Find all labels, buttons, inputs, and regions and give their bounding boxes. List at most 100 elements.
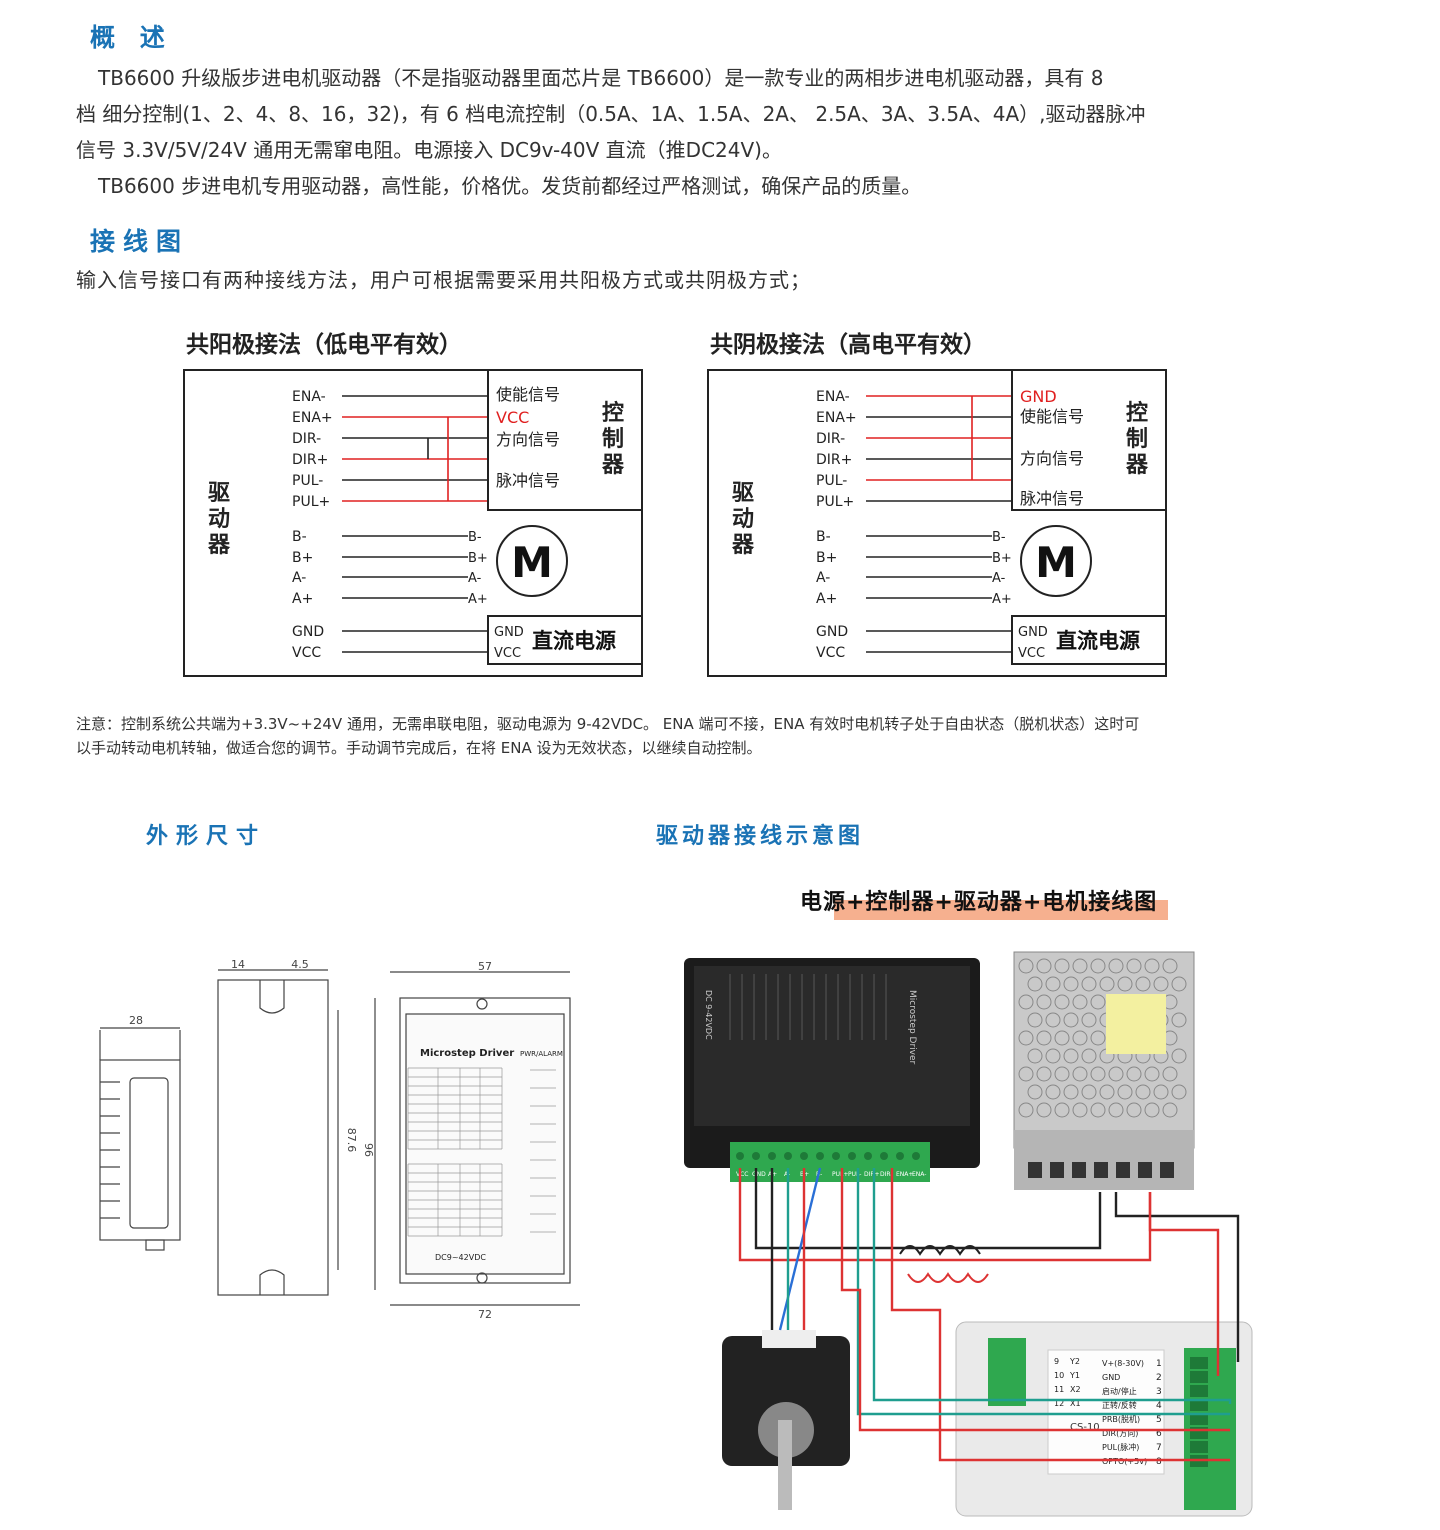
controller-num-1: 2 <box>1156 1373 1162 1383</box>
terminal-11: ENA- <box>912 1171 926 1178</box>
controller-signal-right-0: GND <box>1020 387 1057 406</box>
dim-28: 28 <box>129 1014 143 1027</box>
motor-pin-right-2: A- <box>992 571 1006 586</box>
controller-row-7: OPTO(+5v) <box>1102 1457 1147 1466</box>
overview-heading: 概 述 <box>90 23 173 52</box>
controller-model: CS-10 <box>1070 1422 1100 1433</box>
board-side-label: PWR/ALARM <box>520 1050 563 1058</box>
overview-line-3: 信号 3.3V/5V/24V 通用无需窜电阻。电源接入 DC9v-40V 直流（… <box>76 138 782 162</box>
driver-char-2: 动 <box>208 507 230 532</box>
pin-label-right-10: GND <box>816 624 848 640</box>
driver-char-3: 器 <box>207 533 231 558</box>
dim-72: 72 <box>478 1308 492 1321</box>
dim-87.6: 87.6 <box>345 1128 358 1153</box>
pin-label-right-9: A+ <box>816 591 837 607</box>
motor-pin-right-0: B- <box>992 530 1006 545</box>
motor-icon-left <box>496 525 568 597</box>
controller-signal-left-3: 脉冲信号 <box>496 471 560 490</box>
photo-wire-4 <box>856 1168 1230 1416</box>
driver-model: DC 9-42VDC <box>704 990 713 1040</box>
overview-line-4: TB6600 步进电机专用驱动器，高性能，价格优。发货前都经过严格测试，确保产品… <box>98 174 922 198</box>
controller-signal-right-1: 使能信号 <box>1020 407 1084 426</box>
pin-label-right-5: PUL+ <box>816 494 854 510</box>
controller-left-num-0: 9 <box>1054 1357 1059 1366</box>
top-view <box>399 997 571 1284</box>
power-label-left: 直流电源 <box>532 629 616 653</box>
overview-line-1: TB6600 升级版步进电机驱动器（不是指驱动器里面芯片是 TB6600）是一款… <box>98 66 1104 90</box>
note: 注意：控制系统公共端为+3.3V~+24V 通用，无需串联电阻，驱动电源为 9-… <box>76 712 1376 760</box>
controller-num-6: 7 <box>1156 1443 1162 1453</box>
power-pin-right-1: VCC <box>1018 646 1045 661</box>
overview-line-2: 档 细分控制(1、2、4、8、16，32)，有 6 档电流控制（0.5A、1A、… <box>76 102 1146 126</box>
photo-title: 电源+控制器+驱动器+电机接线图 <box>800 890 1158 915</box>
pin-label-right-8: A- <box>816 570 830 586</box>
driver-label-left: 驱动器 <box>207 481 231 558</box>
controller-row-2: 启动/停止 <box>1102 1386 1137 1396</box>
terminal-7: PUL- <box>848 1171 861 1178</box>
controller-num-0: 1 <box>1156 1359 1162 1369</box>
controller-left-lbl-1: Y1 <box>1069 1371 1080 1380</box>
wiring-intro: 输入信号接口有两种接线方法，用户可根据需要采用共阳极方式或共阴极方式； <box>76 268 811 292</box>
controller-num-5: 6 <box>1156 1429 1162 1439</box>
common-anode-title: 共阳极接法（低电平有效） <box>186 331 462 358</box>
controller-signal-left-0: 使能信号 <box>496 385 560 404</box>
pin-label-left-2: DIR- <box>292 431 321 447</box>
controller-left-num-1: 10 <box>1054 1371 1064 1380</box>
controller-num-3: 4 <box>1156 1401 1162 1411</box>
stepper-motor-photo <box>722 1330 850 1510</box>
controller-label-right: 控制器 <box>1125 400 1149 478</box>
common-cathode-title: 共阴极接法（高电平有效） <box>710 331 986 358</box>
controller-label-left: 控制器 <box>601 400 625 478</box>
dimensions-heading: 外形尺寸 <box>146 824 267 849</box>
controller-row-0: V+(8-30V) <box>1102 1359 1144 1368</box>
dimension-drawing: 28 14 4.5 57 96 87.6 72 Microstep Driver… <box>99 960 580 1321</box>
dim-96: 96 <box>362 1143 375 1157</box>
controller-row-5: DIR(方向) <box>1102 1428 1138 1438</box>
board-title: Microstep Driver <box>420 1048 514 1059</box>
dim-57: 57 <box>478 960 492 973</box>
pin-label-left-9: A+ <box>292 591 313 607</box>
pin-label-right-1: ENA+ <box>816 410 857 426</box>
terminal-1: GND <box>752 1171 766 1178</box>
photo-heading: 驱动器接线示意图 <box>656 824 865 849</box>
power-supply-photo <box>1013 951 1195 1190</box>
controller-signal-left-2: 方向信号 <box>496 430 560 449</box>
pin-label-right-3: DIR+ <box>816 452 852 468</box>
controller-left-lbl-0: Y2 <box>1069 1357 1080 1366</box>
pin-label-left-8: A- <box>292 570 306 586</box>
pin-label-left-6: B- <box>292 529 307 545</box>
controller-signal-left-1: VCC <box>496 408 529 427</box>
terminal-8: DIR+ <box>864 1171 880 1178</box>
controller-num-4: 5 <box>1156 1415 1162 1425</box>
motor-pin-left-0: B- <box>468 530 482 545</box>
photo-wire-8 <box>778 1167 822 1331</box>
power-pin-left-0: GND <box>494 625 524 640</box>
controller-row-6: PUL(脉冲) <box>1102 1442 1139 1452</box>
pin-label-right-0: ENA- <box>816 389 850 405</box>
controller-row-4: PRB(脱机) <box>1102 1414 1140 1424</box>
terminal-10: ENA+ <box>896 1171 913 1178</box>
terminal-0: VCC <box>736 1171 748 1178</box>
note-line-2: 以手动转动电机转轴，做适合您的调节。手动调节完成后，在将 ENA 设为无效状态，… <box>76 739 762 757</box>
overview-text: TB6600 升级版步进电机驱动器（不是指驱动器里面芯片是 TB6600）是一款… <box>76 60 1376 204</box>
pin-label-left-3: DIR+ <box>292 452 328 468</box>
photo-title-highlight <box>834 900 1168 920</box>
photo-wire-6 <box>1114 1192 1240 1362</box>
controller-row-3: 正转/反转 <box>1102 1400 1137 1410</box>
pin-label-left-7: B+ <box>292 550 313 566</box>
photo-wire-3 <box>872 1168 1232 1404</box>
pin-label-right-4: PUL- <box>816 473 847 489</box>
controller-num-2: 3 <box>1156 1387 1162 1397</box>
motor-pin-right-3: A+ <box>992 592 1012 607</box>
pin-label-left-0: ENA- <box>292 389 326 405</box>
controller-left-num-2: 11 <box>1054 1385 1064 1394</box>
terminal-9: DIR- <box>880 1171 892 1178</box>
terminal-6: PUL+ <box>832 1171 848 1178</box>
power-pin-left-1: VCC <box>494 646 521 661</box>
photo-wire-7 <box>1148 1192 1220 1376</box>
pin-label-right-7: B+ <box>816 550 837 566</box>
pin-label-right-2: DIR- <box>816 431 845 447</box>
motor-label-left: M <box>511 538 553 587</box>
motor-pin-right-1: B+ <box>992 551 1012 566</box>
pin-label-left-11: VCC <box>292 645 321 661</box>
